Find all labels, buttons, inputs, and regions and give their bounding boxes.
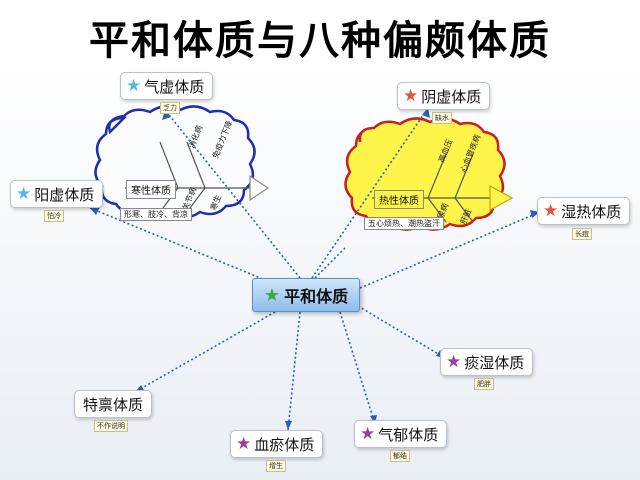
note-qiyu: 郁结 [390, 450, 410, 462]
purple-star-icon: ★ [360, 423, 376, 444]
note-shire: 长痘 [572, 228, 592, 240]
central-topic[interactable]: ★ 平和体质 [252, 278, 360, 312]
topic-yangxu-label: 阳虚体质 [34, 185, 95, 204]
topic-xueyu[interactable]: ★ 血瘀体质 [230, 430, 324, 458]
hot-fish-head: 热性体质 [374, 190, 424, 209]
note-tanshi: 肥胖 [474, 378, 494, 390]
note-tebing: 不作说明 [94, 420, 128, 432]
mind-map-canvas: 寒性体质 消化病 免疫力下降 关节病 寒生 形寒、肢冷、背凉 热性体质 高血压 … [0, 62, 640, 480]
topic-qiyu[interactable]: ★ 气郁体质 [354, 420, 448, 448]
hot-fish-tail: 五心烦热、潮热盗汗 [364, 217, 444, 230]
topic-tanshi-label: 痰湿体质 [464, 353, 525, 372]
blue-star-icon: ★ [126, 75, 142, 96]
blue-star-icon: ★ [16, 183, 32, 204]
topic-tebing-label: 特禀体质 [83, 395, 144, 414]
topic-tebing[interactable]: 特禀体质 [74, 390, 153, 418]
topic-qixu[interactable]: ★ 气虚体质 [120, 72, 214, 100]
topic-yinxu-label: 阴虚体质 [421, 87, 482, 106]
cold-fish-tail: 形寒、肢冷、背凉 [120, 208, 192, 221]
topic-qixu-label: 气虚体质 [144, 77, 205, 96]
topic-xueyu-label: 血瘀体质 [254, 435, 315, 454]
topic-yinxu[interactable]: ★ 阴虚体质 [397, 82, 491, 110]
red-star-icon: ★ [403, 85, 419, 106]
purple-star-icon: ★ [446, 351, 462, 372]
topic-shire-label: 湿热体质 [561, 202, 622, 221]
note-yinxu: 缺水 [432, 112, 452, 124]
central-topic-label: 平和体质 [284, 287, 349, 306]
red-star-icon: ★ [543, 200, 559, 221]
cold-fish-head: 寒性体质 [126, 180, 176, 199]
topic-tanshi[interactable]: ★ 痰湿体质 [440, 348, 534, 376]
note-qixu: 乏力 [160, 102, 180, 114]
topic-shire[interactable]: ★ 湿热体质 [537, 197, 631, 225]
green-star-icon: ★ [263, 284, 281, 306]
topic-yangxu[interactable]: ★ 阳虚体质 [10, 180, 104, 208]
page-title: 平和体质与八种偏颇体质 [89, 17, 551, 64]
note-yangxu: 怕冷 [44, 210, 64, 222]
topic-qiyu-label: 气郁体质 [378, 425, 439, 444]
purple-star-icon: ★ [236, 433, 252, 454]
note-xueyu: 增生 [266, 460, 286, 472]
